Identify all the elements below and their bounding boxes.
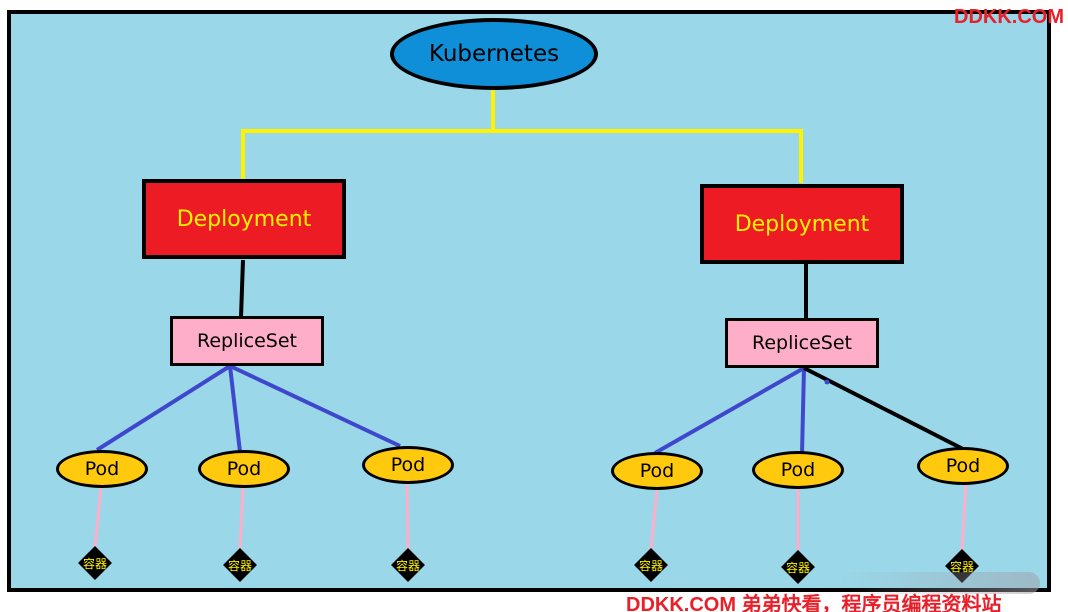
- edge-pod-4-to-container: [649, 489, 659, 550]
- pod-node: Pod: [198, 450, 290, 488]
- edge-rs-left-to-pod-3: [229, 364, 401, 448]
- edge-rs-left-to-pod-1: [95, 364, 232, 452]
- edge-pod-6-to-container: [960, 484, 968, 551]
- container-node: 容器: [70, 546, 120, 580]
- faded-overlay-strip: [840, 572, 1040, 594]
- container-node: 容器: [626, 548, 676, 582]
- container-label: 容器: [638, 558, 663, 573]
- pod-label: Pod: [639, 460, 675, 482]
- edge-rs-right-to-pod-1: [654, 366, 805, 455]
- edge-rs-right-to-pod-2: [800, 367, 806, 455]
- watermark-top: DDKK.COM: [954, 6, 1064, 28]
- deployment-node-right: Deployment: [700, 184, 904, 264]
- container-node: 容器: [937, 549, 987, 583]
- edge-deployment-to-replicaset-left: [239, 259, 245, 318]
- edge-rs-right-to-pod-3: [803, 366, 964, 451]
- pod-node: Pod: [611, 452, 703, 490]
- replicaset-node-right: RepliceSet: [725, 318, 879, 368]
- pod-label: Pod: [945, 455, 981, 477]
- pod-node: Pod: [56, 450, 148, 488]
- watermark-bottom: DDKK.COM 弟弟快看，程序员编程资料站: [626, 594, 1002, 612]
- container-label: 容器: [785, 560, 810, 575]
- edge-root-to-deployment-left: [241, 90, 495, 180]
- edge-pod-2-to-container: [238, 487, 245, 549]
- edge-root-to-deployment-right: [493, 129, 803, 183]
- container-label: 容器: [949, 559, 974, 574]
- pod-label: Pod: [84, 458, 120, 480]
- replicaset-label: RepliceSet: [752, 332, 852, 354]
- deployment-label: Deployment: [176, 206, 312, 232]
- container-node: 容器: [215, 548, 265, 582]
- container-label: 容器: [395, 558, 420, 573]
- diagram-frame: [7, 10, 1051, 592]
- kubernetes-label: Kubernetes: [428, 41, 560, 67]
- pod-label: Pod: [780, 459, 816, 481]
- pod-node: Pod: [362, 446, 454, 484]
- deployment-label: Deployment: [734, 211, 870, 237]
- pod-node: Pod: [917, 447, 1009, 485]
- container-node: 容器: [773, 550, 823, 584]
- pod-node: Pod: [752, 451, 844, 489]
- replicaset-node-left: RepliceSet: [170, 316, 324, 366]
- pod-label: Pod: [390, 454, 426, 476]
- container-node: 容器: [383, 548, 433, 582]
- kubernetes-node: Kubernetes: [390, 18, 598, 90]
- container-label: 容器: [82, 556, 107, 571]
- replicaset-label: RepliceSet: [197, 330, 297, 352]
- container-label: 容器: [227, 558, 252, 573]
- edge-rs-left-to-pod-2: [228, 365, 242, 453]
- pod-label: Pod: [226, 458, 262, 480]
- edge-pod-1-to-container: [93, 487, 103, 548]
- edge-pod-3-to-container: [405, 483, 410, 550]
- stray-dot: [824, 379, 830, 385]
- deployment-node-left: Deployment: [142, 179, 346, 259]
